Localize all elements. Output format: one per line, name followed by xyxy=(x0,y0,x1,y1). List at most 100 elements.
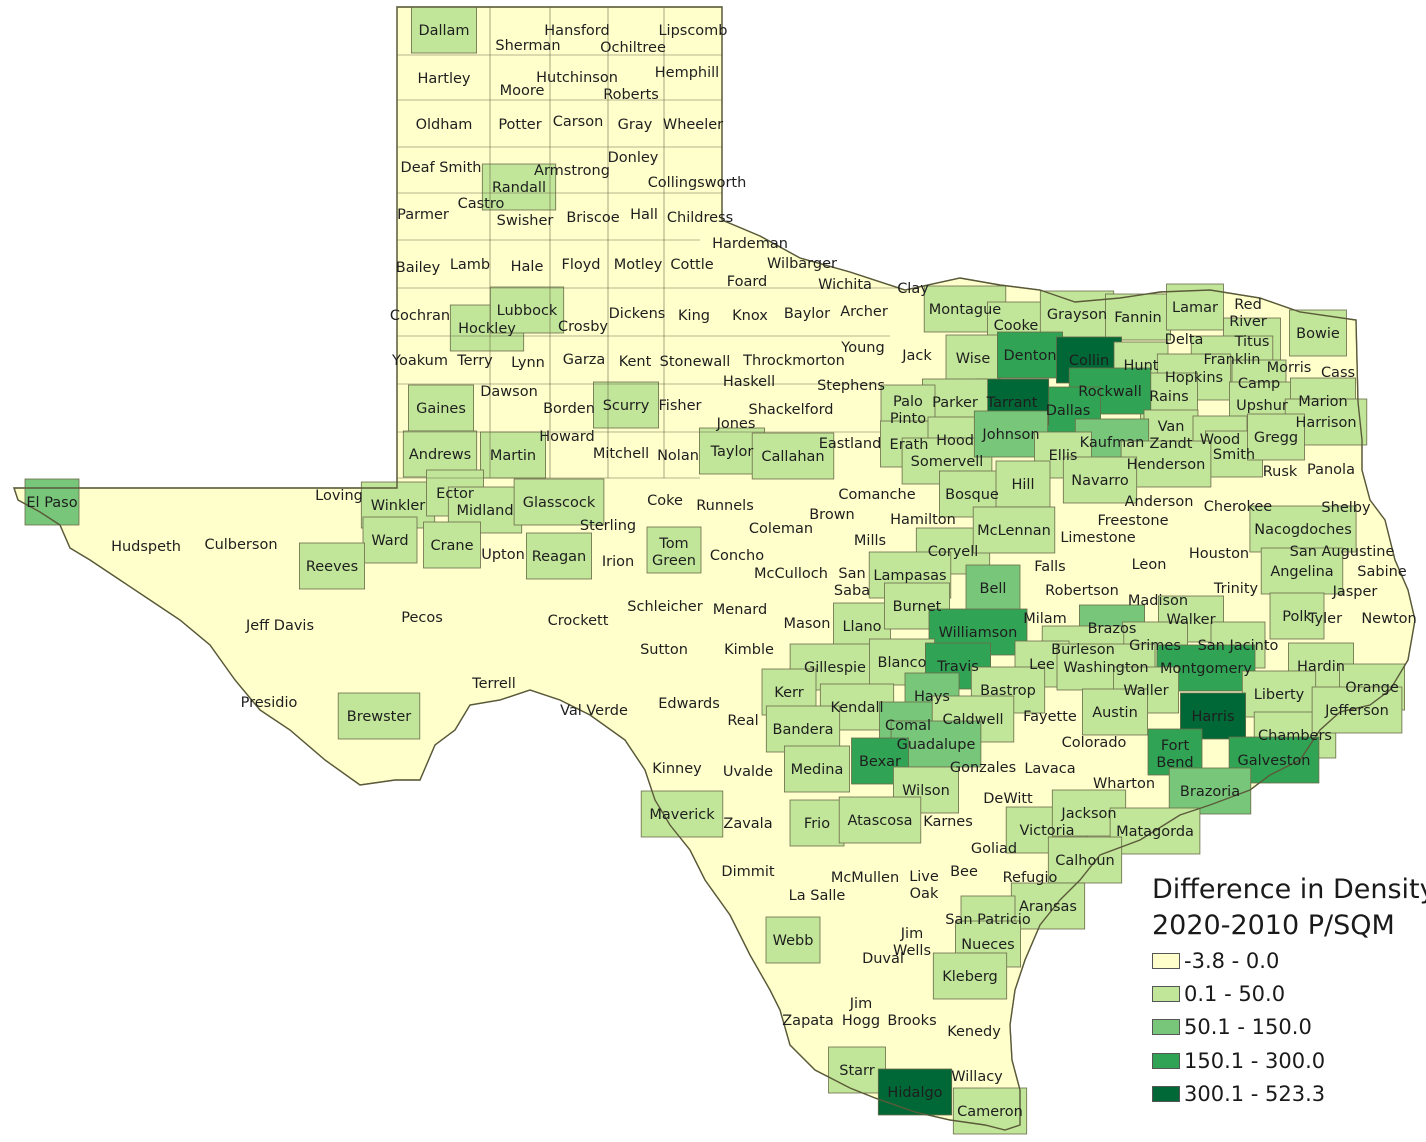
county-labels: DallamShermanHansfordOchiltreeLipscombHa… xyxy=(26,23,1416,1120)
county-shape xyxy=(24,478,80,526)
county-label: Lampasas xyxy=(873,568,946,584)
county-shape xyxy=(1062,456,1138,504)
county-label: Anderson xyxy=(1125,494,1194,510)
county-label: Leon xyxy=(1132,557,1167,573)
county-label: Foard xyxy=(727,274,768,290)
county-label: Kendall xyxy=(830,700,883,716)
county-label: Camp xyxy=(1238,376,1280,392)
legend-title-line-1: Difference in Density xyxy=(1152,874,1426,905)
county-label: Ochiltree xyxy=(600,40,666,56)
county-label: Rusk xyxy=(1263,464,1298,480)
county-label: Wichita xyxy=(818,277,872,293)
county-label: Newton xyxy=(1361,611,1416,627)
county-label: Duval xyxy=(862,951,904,967)
county-label: Orange xyxy=(1345,680,1399,696)
county-label: Goliad xyxy=(971,841,1017,857)
legend-label: 150.1 - 300.0 xyxy=(1184,1048,1326,1073)
county-label: Hamilton xyxy=(890,512,956,528)
county-label: Bailey xyxy=(396,260,441,276)
county-shapes xyxy=(13,6,1416,1135)
legend-swatch xyxy=(1152,986,1180,1003)
county-label: San Augustine xyxy=(1290,544,1395,560)
county-label: Coryell xyxy=(928,544,979,560)
county-label: Webb xyxy=(773,933,814,949)
county-shape xyxy=(765,705,841,753)
county-label: Bandera xyxy=(773,722,834,738)
legend-item: 300.1 - 523.3 xyxy=(1152,1078,1426,1111)
county-label: Stonewall xyxy=(660,354,731,370)
county-label: Andrews xyxy=(409,447,471,463)
county-shape xyxy=(1147,728,1203,776)
county-label: Comal xyxy=(885,718,931,734)
county-label: Gaines xyxy=(416,401,466,417)
county-label: Borden xyxy=(543,401,595,417)
county-shape xyxy=(1105,293,1172,341)
county-label: Baylor xyxy=(784,306,830,322)
county-label: Presidio xyxy=(241,695,298,711)
county-label: La Salle xyxy=(789,888,846,904)
county-label: Cottle xyxy=(670,257,713,273)
county-label: Gonzales xyxy=(950,760,1016,776)
county-label: Victoria xyxy=(1019,823,1074,839)
county-label: Marion xyxy=(1298,394,1347,410)
county-shape xyxy=(945,334,1001,382)
map-legend: Difference in Density 2020-2010 P/SQM -3… xyxy=(1152,872,1426,1111)
county-label: Ector xyxy=(436,486,474,502)
county-label: Potter xyxy=(498,117,541,133)
county-label: Bastrop xyxy=(980,683,1036,699)
county-label: Mitchell xyxy=(593,446,649,462)
county-label: DeWitt xyxy=(983,791,1033,807)
county-label: Lubbock xyxy=(497,303,558,319)
county-label: Martin xyxy=(490,448,536,464)
county-label: Haskell xyxy=(723,374,775,390)
county-label: Hartley xyxy=(418,71,471,87)
county-label: Starr xyxy=(839,1063,874,1079)
county-label: Brewster xyxy=(347,709,412,725)
county-label: Lamar xyxy=(1172,300,1218,316)
county-label: Throckmorton xyxy=(742,353,845,369)
county-label: Midland xyxy=(456,503,513,519)
county-label: Harris xyxy=(1191,709,1234,725)
county-label: Callahan xyxy=(761,449,824,465)
county-shape xyxy=(765,916,821,964)
county-label: Zavala xyxy=(723,816,772,832)
county-label: Mills xyxy=(854,533,886,549)
county-label: Bee xyxy=(950,864,978,880)
county-label: Hidalgo xyxy=(887,1085,942,1101)
county-label: Somervell xyxy=(911,454,984,470)
county-shape xyxy=(1168,767,1252,815)
county-label: Comanche xyxy=(838,487,915,503)
county-label: Karnes xyxy=(923,814,973,830)
county-label: Brazoria xyxy=(1180,784,1240,800)
county-label: Brazos xyxy=(1088,621,1137,637)
texas-border xyxy=(13,6,1416,1131)
legend-swatch xyxy=(1152,1019,1180,1036)
county-label: Bosque xyxy=(945,487,999,503)
county-label: Jefferson xyxy=(1324,703,1389,719)
county-label: Schleicher xyxy=(627,599,702,615)
county-label: Wood xyxy=(1200,432,1240,448)
county-shape xyxy=(838,796,922,844)
county-shape xyxy=(1082,688,1149,736)
county-shape xyxy=(784,745,851,793)
county-shape xyxy=(789,799,845,847)
county-label: Jack xyxy=(901,348,932,364)
county-label: Hill xyxy=(1012,477,1035,493)
county-label: Lee xyxy=(1029,657,1055,673)
county-label: Kleberg xyxy=(942,969,998,985)
county-shape xyxy=(1039,290,1115,338)
county-shape xyxy=(972,506,1056,554)
county-label: Motley xyxy=(614,257,663,273)
county-label: Panola xyxy=(1307,462,1355,478)
county-label: Fannin xyxy=(1114,310,1162,326)
county-label: Rains xyxy=(1149,389,1188,405)
county-label: Shelby xyxy=(1321,500,1371,516)
county-shape xyxy=(646,526,702,574)
county-label: Walker xyxy=(1166,612,1215,628)
county-label: Nolan xyxy=(657,448,699,464)
county-label: Glasscock xyxy=(523,495,596,511)
county-label: Hansford xyxy=(544,23,609,39)
county-label: Franklin xyxy=(1204,352,1261,368)
